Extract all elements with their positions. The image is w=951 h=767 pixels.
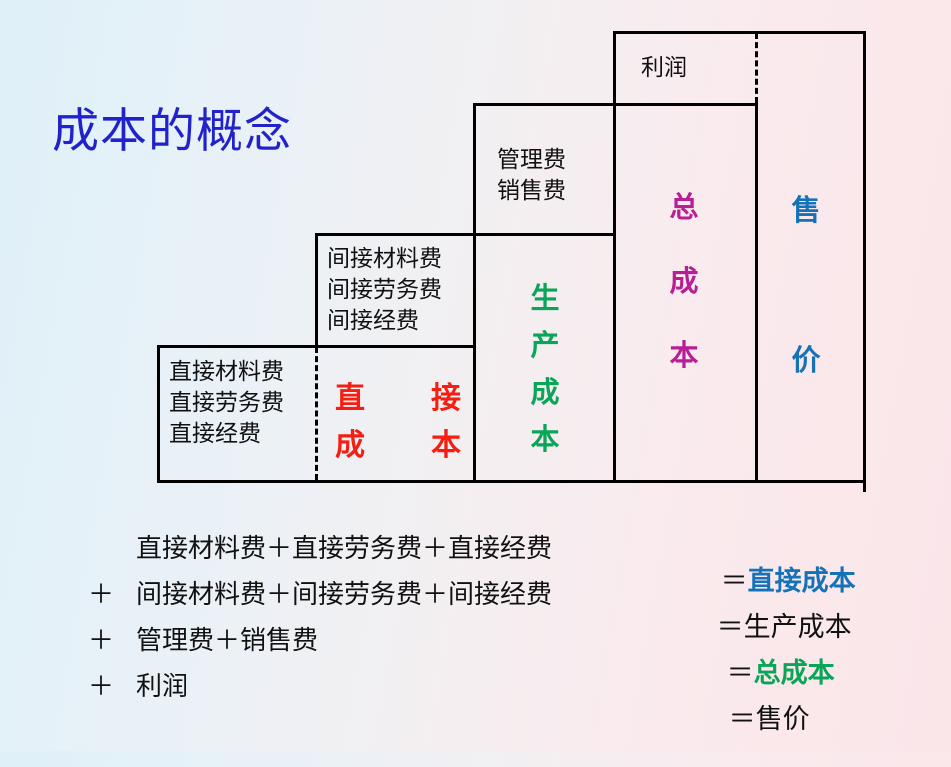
cell-selling-price-summary: 售 价 <box>791 193 821 377</box>
rule-top-tier2 <box>315 233 476 236</box>
cell-direct-cost-summary: 直 接 成 本 <box>335 381 479 463</box>
equation-terms: 间接材料费＋间接劳务费＋间接经费 <box>136 580 553 610</box>
rule-left-tier4 <box>613 31 616 106</box>
divider-dashed-tier3 <box>613 105 616 233</box>
equals-sign: ＝ <box>728 704 756 735</box>
rule-bottom-profit-cell <box>613 103 758 106</box>
page-title: 成本的概念 <box>52 104 292 159</box>
equation-terms: 直接材料费＋直接劳务费＋直接经费 <box>136 534 553 564</box>
equation-row: ＋ 间接材料费＋间接劳务费＋间接经费 ＝生产成本 <box>0 574 951 643</box>
cell-production-cost-summary: 生 产 成 本 <box>530 281 560 456</box>
equation-list: 直接材料费＋直接劳务费＋直接经费 ＝直接成本 ＋ 间接材料费＋间接劳务费＋间接经… <box>0 510 951 740</box>
cell-indirect-items: 间接材料费 间接劳务费 间接经费 <box>327 246 442 334</box>
rule-right-outer <box>863 31 866 492</box>
rule-top-tier1 <box>157 345 318 348</box>
rule-left-tier3 <box>473 103 476 236</box>
equation-result-text: 直接成本 <box>747 566 856 597</box>
slide-canvas: 成本的概念 <box>0 31 951 740</box>
equation-row: 直接材料费＋直接劳务费＋直接经费 ＝直接成本 <box>0 528 951 597</box>
cell-direct-items: 直接材料费 直接劳务费 直接经费 <box>169 359 284 447</box>
divider-dashed-tier1 <box>315 347 318 480</box>
equation-result-text: 总成本 <box>753 658 835 689</box>
rule-left-tier1 <box>157 345 160 483</box>
rule-left-tier2 <box>315 233 318 348</box>
equation-terms: 管理费＋销售费 <box>136 626 319 656</box>
equation-result: ＝生产成本 <box>648 574 852 675</box>
equation-result: ＝直接成本 <box>652 528 856 629</box>
equation-plus-sign: ＋ <box>88 672 115 702</box>
equation-row: ＋ 利润 ＝售价 <box>0 666 951 735</box>
equation-result-text: 生产成本 <box>743 612 852 643</box>
rule-bottom-indirect-cell <box>315 345 476 348</box>
equals-sign: ＝ <box>726 658 754 689</box>
cost-structure-diagram: 利润 售 价 管理费 销售费 总 成 本 间接材料费 间接劳务费 间接经费 生 … <box>157 31 866 492</box>
rule-vertical-tier2-right <box>473 233 476 483</box>
divider-dashed-tier2 <box>473 235 476 345</box>
rule-bottom-baseline <box>157 480 866 483</box>
cell-total-cost-summary: 总 成 本 <box>669 190 699 372</box>
equation-plus-sign: ＋ <box>88 580 115 610</box>
cell-admin-sales-items: 管理费 销售费 <box>497 147 566 204</box>
equation-plus-sign: ＋ <box>88 626 115 656</box>
equals-sign: ＝ <box>716 612 744 643</box>
rule-top-tier3 <box>473 103 616 106</box>
rule-vertical-tier3-right <box>613 103 616 483</box>
equation-result: ＝售价 <box>660 666 810 767</box>
cell-profit-items: 利润 <box>641 55 687 81</box>
rule-top-tier4 <box>613 31 866 34</box>
equals-sign: ＝ <box>720 566 748 597</box>
rule-vertical-tier4-right <box>755 103 758 483</box>
equation-row: ＋ 管理费＋销售费 ＝总成本 <box>0 620 951 689</box>
rule-bottom-admin-cell <box>473 233 616 236</box>
equation-terms: 利润 <box>136 672 189 702</box>
equation-result: ＝总成本 <box>658 620 835 721</box>
divider-dashed-tier4 <box>755 33 758 103</box>
equation-result-text: 售价 <box>755 704 810 735</box>
